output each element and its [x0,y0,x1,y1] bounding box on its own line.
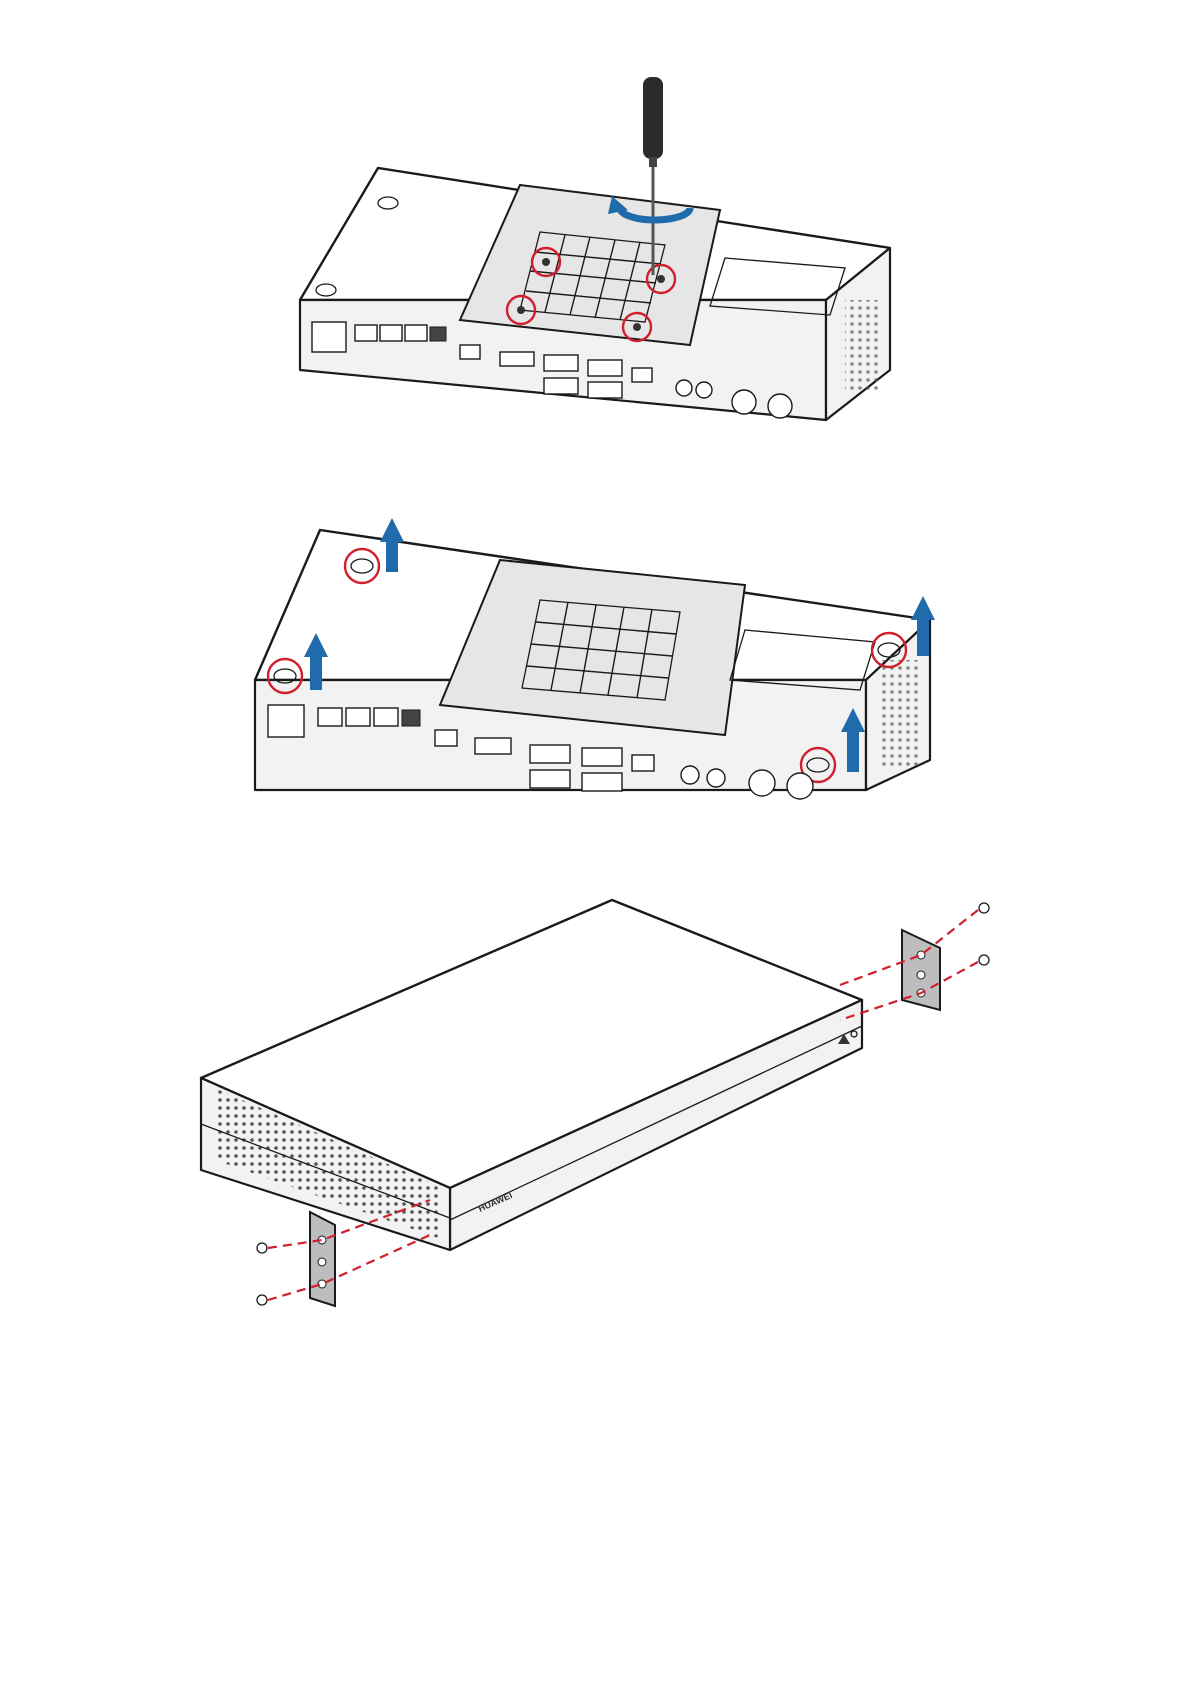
lift-up-arrow-icon [847,730,859,772]
lift-up-arrow-icon [386,540,398,572]
screw-icon [979,955,989,965]
screw [657,275,665,283]
side-vent [880,660,920,770]
screw [542,258,550,266]
step-3-attach-rack-mount-brackets: HUAWEI [201,900,989,1306]
screw [633,323,641,331]
screw-icon [257,1243,267,1253]
lift-up-arrow-icon [310,655,322,690]
screw-icon [979,903,989,913]
screw [517,306,525,314]
screw-icon [257,1295,267,1305]
step-2-remove-rubber-feet [255,518,935,799]
side-vent [845,300,881,390]
lift-up-arrow-icon [917,618,929,656]
step-1-remove-mounting-plate-screws [300,77,890,420]
